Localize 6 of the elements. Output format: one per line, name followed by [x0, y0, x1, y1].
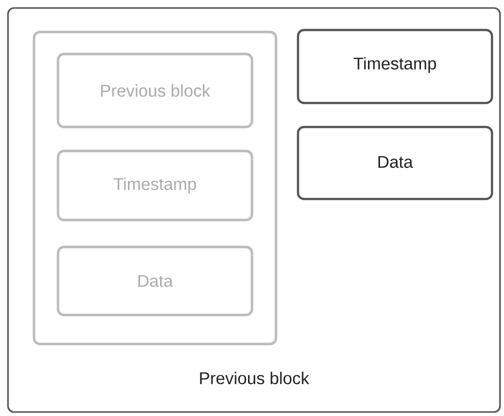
field-box: Timestamp: [296, 28, 494, 104]
field-box: Timestamp: [56, 150, 254, 222]
field-box: Data: [296, 126, 494, 200]
field-box: Previous block: [56, 52, 254, 128]
previous-block-box: [32, 30, 278, 346]
field-box: Data: [56, 246, 254, 316]
